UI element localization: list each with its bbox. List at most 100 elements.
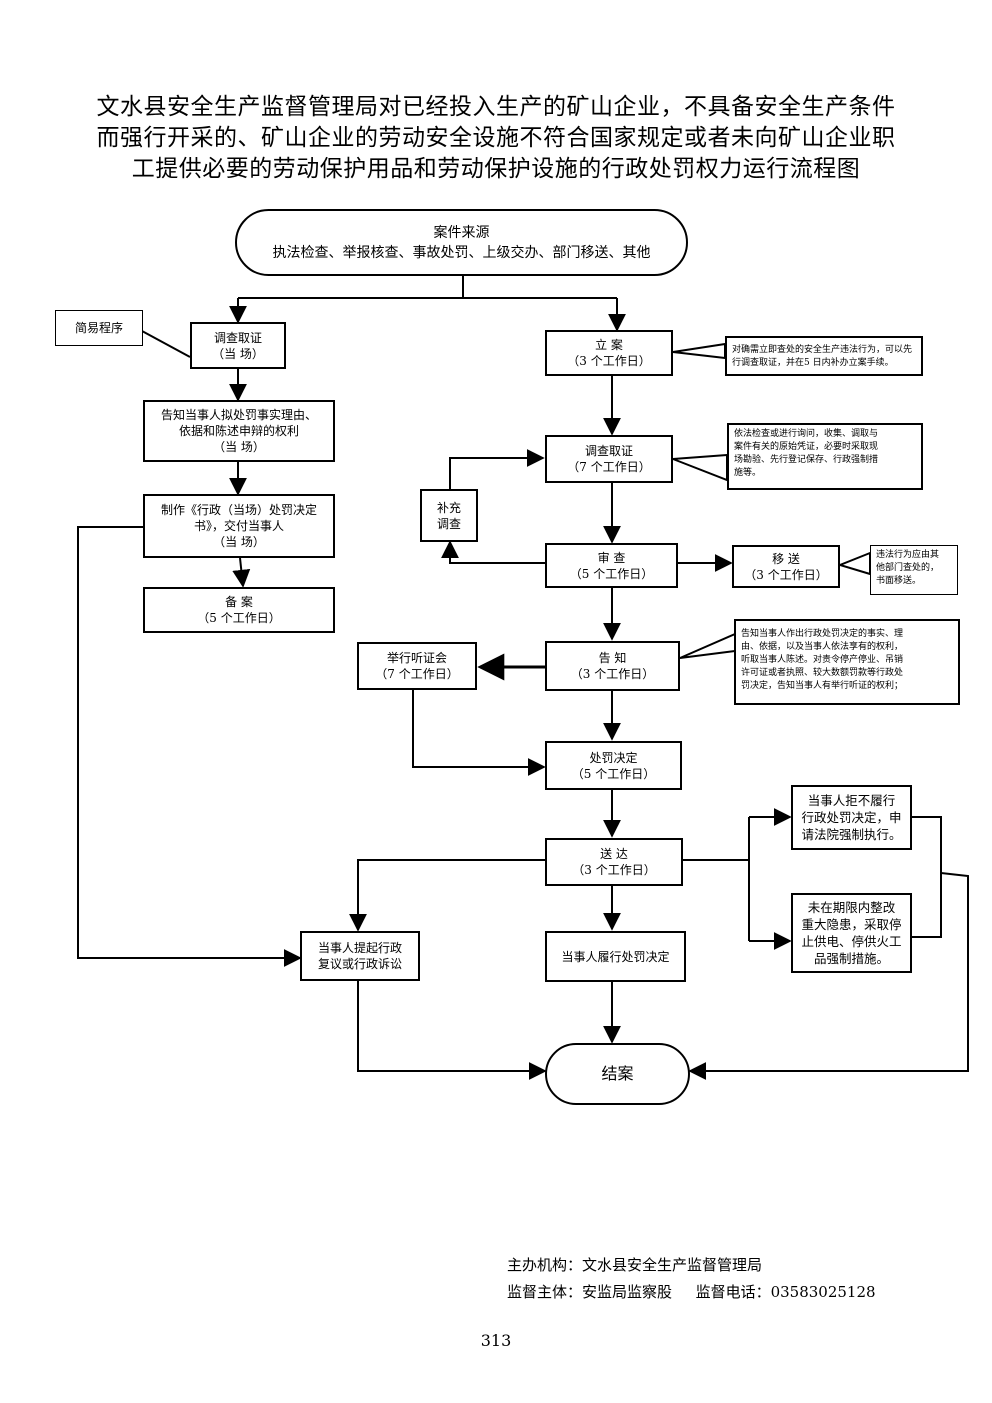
notify-party-line-1: 告知当事人拟处罚事实理由、 bbox=[160, 408, 317, 422]
inform-note-pointer bbox=[679, 632, 736, 659]
register-time: （3 个工作日） bbox=[567, 354, 651, 368]
transfer-note-line-1: 违法行为应由其 bbox=[876, 550, 940, 560]
review-label: 审 查 bbox=[597, 550, 626, 565]
note-inform: 告知当事人作出行政处罚决定的事实、理 由、依据，以及当事人依法享有的权利， 听取… bbox=[734, 619, 960, 705]
file-record-time: （5 个工作日） bbox=[197, 611, 281, 625]
node-supplement: 补充 调查 bbox=[420, 489, 478, 542]
rectify-line-4: 品强制措施。 bbox=[813, 951, 889, 966]
transfer-note-pointer bbox=[836, 551, 871, 576]
simple-callout-pointer bbox=[141, 330, 191, 358]
rectify-line-3: 止供电、停供火工 bbox=[801, 934, 902, 949]
note-transfer: 违法行为应由其 他部门查处的， 书面移送。 bbox=[870, 545, 958, 595]
investigate-note-pointer bbox=[672, 453, 728, 482]
refuse-line-2: 行政处罚决定，申 bbox=[801, 810, 902, 825]
refuse-line-1: 当事人拒不履行 bbox=[807, 793, 896, 808]
case-source-title: 案件来源 bbox=[433, 224, 490, 241]
node-investigate: 调查取证 （7 个工作日） bbox=[545, 435, 673, 483]
rectify-line-1: 未在期限内整改 bbox=[807, 900, 896, 915]
inform-note-line-4: 许可证或者执照、较大数额罚款等行政处 bbox=[741, 668, 904, 678]
node-close-case: 结案 bbox=[545, 1043, 690, 1105]
appeal-line-1: 当事人提起行政 bbox=[317, 941, 402, 955]
node-transfer: 移 送 （3 个工作日） bbox=[732, 545, 840, 588]
node-inform: 告 知 （3 个工作日） bbox=[545, 641, 680, 691]
node-review: 审 查 （5 个工作日） bbox=[545, 543, 678, 588]
notify-party-line-2: 依据和陈述申辩的权利 bbox=[178, 424, 299, 438]
register-note-line-1: 对确需立即查处的安全生产违法行为，可以先 bbox=[732, 345, 913, 355]
make-decision-line-1: 制作《行政（当场）处罚决定 bbox=[160, 503, 317, 517]
investigate-label: 调查取证 bbox=[584, 444, 633, 458]
note-register: 对确需立即查处的安全生产违法行为，可以先 行调查取证，并在5 日内补办立案手续。 bbox=[725, 336, 923, 376]
decision-time: （5 个工作日） bbox=[571, 766, 656, 781]
investigate-time: （7 个工作日） bbox=[567, 460, 651, 474]
footer-supervise-phone: 监督电话：03583025128 bbox=[695, 1283, 876, 1301]
page-number: 313 bbox=[480, 1331, 512, 1350]
node-appeal: 当事人提起行政 复议或行政诉讼 bbox=[300, 931, 420, 981]
make-decision-time: （当 场） bbox=[213, 535, 265, 549]
supplement-line-1: 补充 bbox=[436, 500, 461, 515]
node-hearing: 举行听证会 （7 个工作日） bbox=[357, 642, 477, 690]
title-line-1: 文水县安全生产监督管理局对已经投入生产的矿山企业，不具备安全生产条件 bbox=[96, 94, 896, 120]
node-deliver: 送 达 （3 个工作日） bbox=[545, 838, 683, 886]
footer-supervise-body: 监督主体：安监局监察股 bbox=[507, 1283, 673, 1301]
note-investigate: 依法检查或进行询问，收集、调取与 案件有关的原始凭证，必要时采取现 场勘验、先行… bbox=[727, 423, 923, 490]
close-case-label: 结案 bbox=[601, 1064, 634, 1083]
review-time: （5 个工作日） bbox=[569, 566, 654, 581]
transfer-time: （3 个工作日） bbox=[744, 567, 828, 582]
title-line-3: 工提供必要的劳动保护用品和劳动保护设施的行政处罚权力运行流程图 bbox=[131, 156, 861, 182]
onsite-investigate-label: 调查取证 bbox=[213, 330, 262, 345]
transfer-note-line-2: 他部门查处的， bbox=[876, 563, 940, 573]
inform-time: （3 个工作日） bbox=[570, 667, 655, 681]
appeal-line-2: 复议或行政诉讼 bbox=[317, 957, 402, 971]
investigate-note-line-2: 案件有关的原始凭证，必要时采取现 bbox=[734, 442, 879, 452]
footer-supervision: 监督主体：安监局监察股 监督电话：03583025128 bbox=[507, 1281, 876, 1302]
hearing-time: （7 个工作日） bbox=[375, 667, 459, 681]
connector-enforce-merge bbox=[912, 816, 942, 938]
arrow-review-to-supplement bbox=[441, 540, 545, 564]
transfer-note-line-3: 书面移送。 bbox=[876, 576, 922, 586]
node-register: 立 案 （3 个工作日） bbox=[545, 330, 673, 376]
supplement-line-2: 调查 bbox=[436, 516, 461, 531]
node-rectify-measures: 未在期限内整改 重大隐患，采取停 止供电、停供火工 品强制措施。 bbox=[791, 893, 912, 973]
case-source-channels: 执法检查、举报核查、事故处罚、上级交办、部门移送、其他 bbox=[272, 244, 651, 261]
title-line-2: 而强行开采的、矿山企业的劳动安全设施不符合国家规定或者未向矿山企业职 bbox=[96, 125, 896, 151]
node-onsite-investigate: 调查取证 （当 场） bbox=[190, 322, 286, 369]
arrow-supplement-to-investigate bbox=[449, 449, 545, 489]
arrow-appeal-to-close bbox=[357, 981, 547, 1080]
deliver-time: （3 个工作日） bbox=[572, 863, 656, 877]
arrow-enforce-to-close bbox=[688, 872, 969, 1080]
register-note-pointer bbox=[672, 342, 726, 360]
node-refuse-enforce: 当事人拒不履行 行政处罚决定，申 请法院强制执行。 bbox=[791, 785, 912, 850]
arrow-hearing-to-decision bbox=[412, 690, 546, 776]
inform-label: 告 知 bbox=[598, 651, 627, 665]
refuse-line-3: 请法院强制执行。 bbox=[801, 827, 902, 842]
node-comply: 当事人履行处罚决定 bbox=[545, 931, 686, 982]
comply-label: 当事人履行处罚决定 bbox=[561, 949, 670, 964]
page-title: 文水县安全生产监督管理局对已经投入生产的矿山企业，不具备安全生产条件 而强行开采… bbox=[60, 92, 932, 185]
transfer-label: 移 送 bbox=[772, 551, 800, 566]
onsite-investigate-time: （当 场） bbox=[212, 346, 264, 361]
inform-note-line-1: 告知当事人作出行政处罚决定的事实、理 bbox=[741, 629, 904, 639]
inform-note-line-5: 罚决定，告知当事人有举行听证的权利； bbox=[741, 681, 904, 691]
node-notify-party: 告知当事人拟处罚事实理由、 依据和陈述申辩的权利 （当 场） bbox=[143, 400, 335, 462]
deliver-label: 送 达 bbox=[600, 847, 628, 861]
node-case-source: 案件来源 执法检查、举报核查、事故处罚、上级交办、部门移送、其他 bbox=[235, 209, 688, 276]
node-make-decision: 制作《行政（当场）处罚决定 书》，交付当事人 （当 场） bbox=[143, 494, 335, 558]
node-decision: 处罚决定 （5 个工作日） bbox=[545, 741, 682, 790]
file-record-label: 备 案 bbox=[225, 595, 253, 609]
connector-decision-to-appeal bbox=[77, 526, 302, 967]
decision-label: 处罚决定 bbox=[589, 750, 638, 765]
register-note-line-2: 行调查取证，并在5 日内补办立案手续。 bbox=[732, 358, 894, 368]
arrow-to-refuse bbox=[748, 817, 790, 941]
investigate-note-line-3: 场勘验、先行登记保存、行政强制措 bbox=[734, 455, 879, 465]
register-label: 立 案 bbox=[595, 338, 623, 352]
hearing-label: 举行听证会 bbox=[386, 651, 447, 665]
investigate-note-line-4: 施等。 bbox=[734, 468, 762, 478]
arrow-to-appeal bbox=[349, 859, 545, 932]
node-file-record: 备 案 （5 个工作日） bbox=[143, 587, 335, 633]
inform-note-line-3: 听取当事人陈述。对责令停产停业、吊销 bbox=[741, 655, 904, 665]
node-simple-procedure: 简易程序 bbox=[55, 310, 143, 346]
rectify-line-2: 重大隐患，采取停 bbox=[801, 917, 902, 932]
arrow-to-file-record bbox=[232, 557, 251, 588]
inform-note-line-2: 由、依据，以及当事人依法享有的权利， bbox=[741, 642, 904, 652]
